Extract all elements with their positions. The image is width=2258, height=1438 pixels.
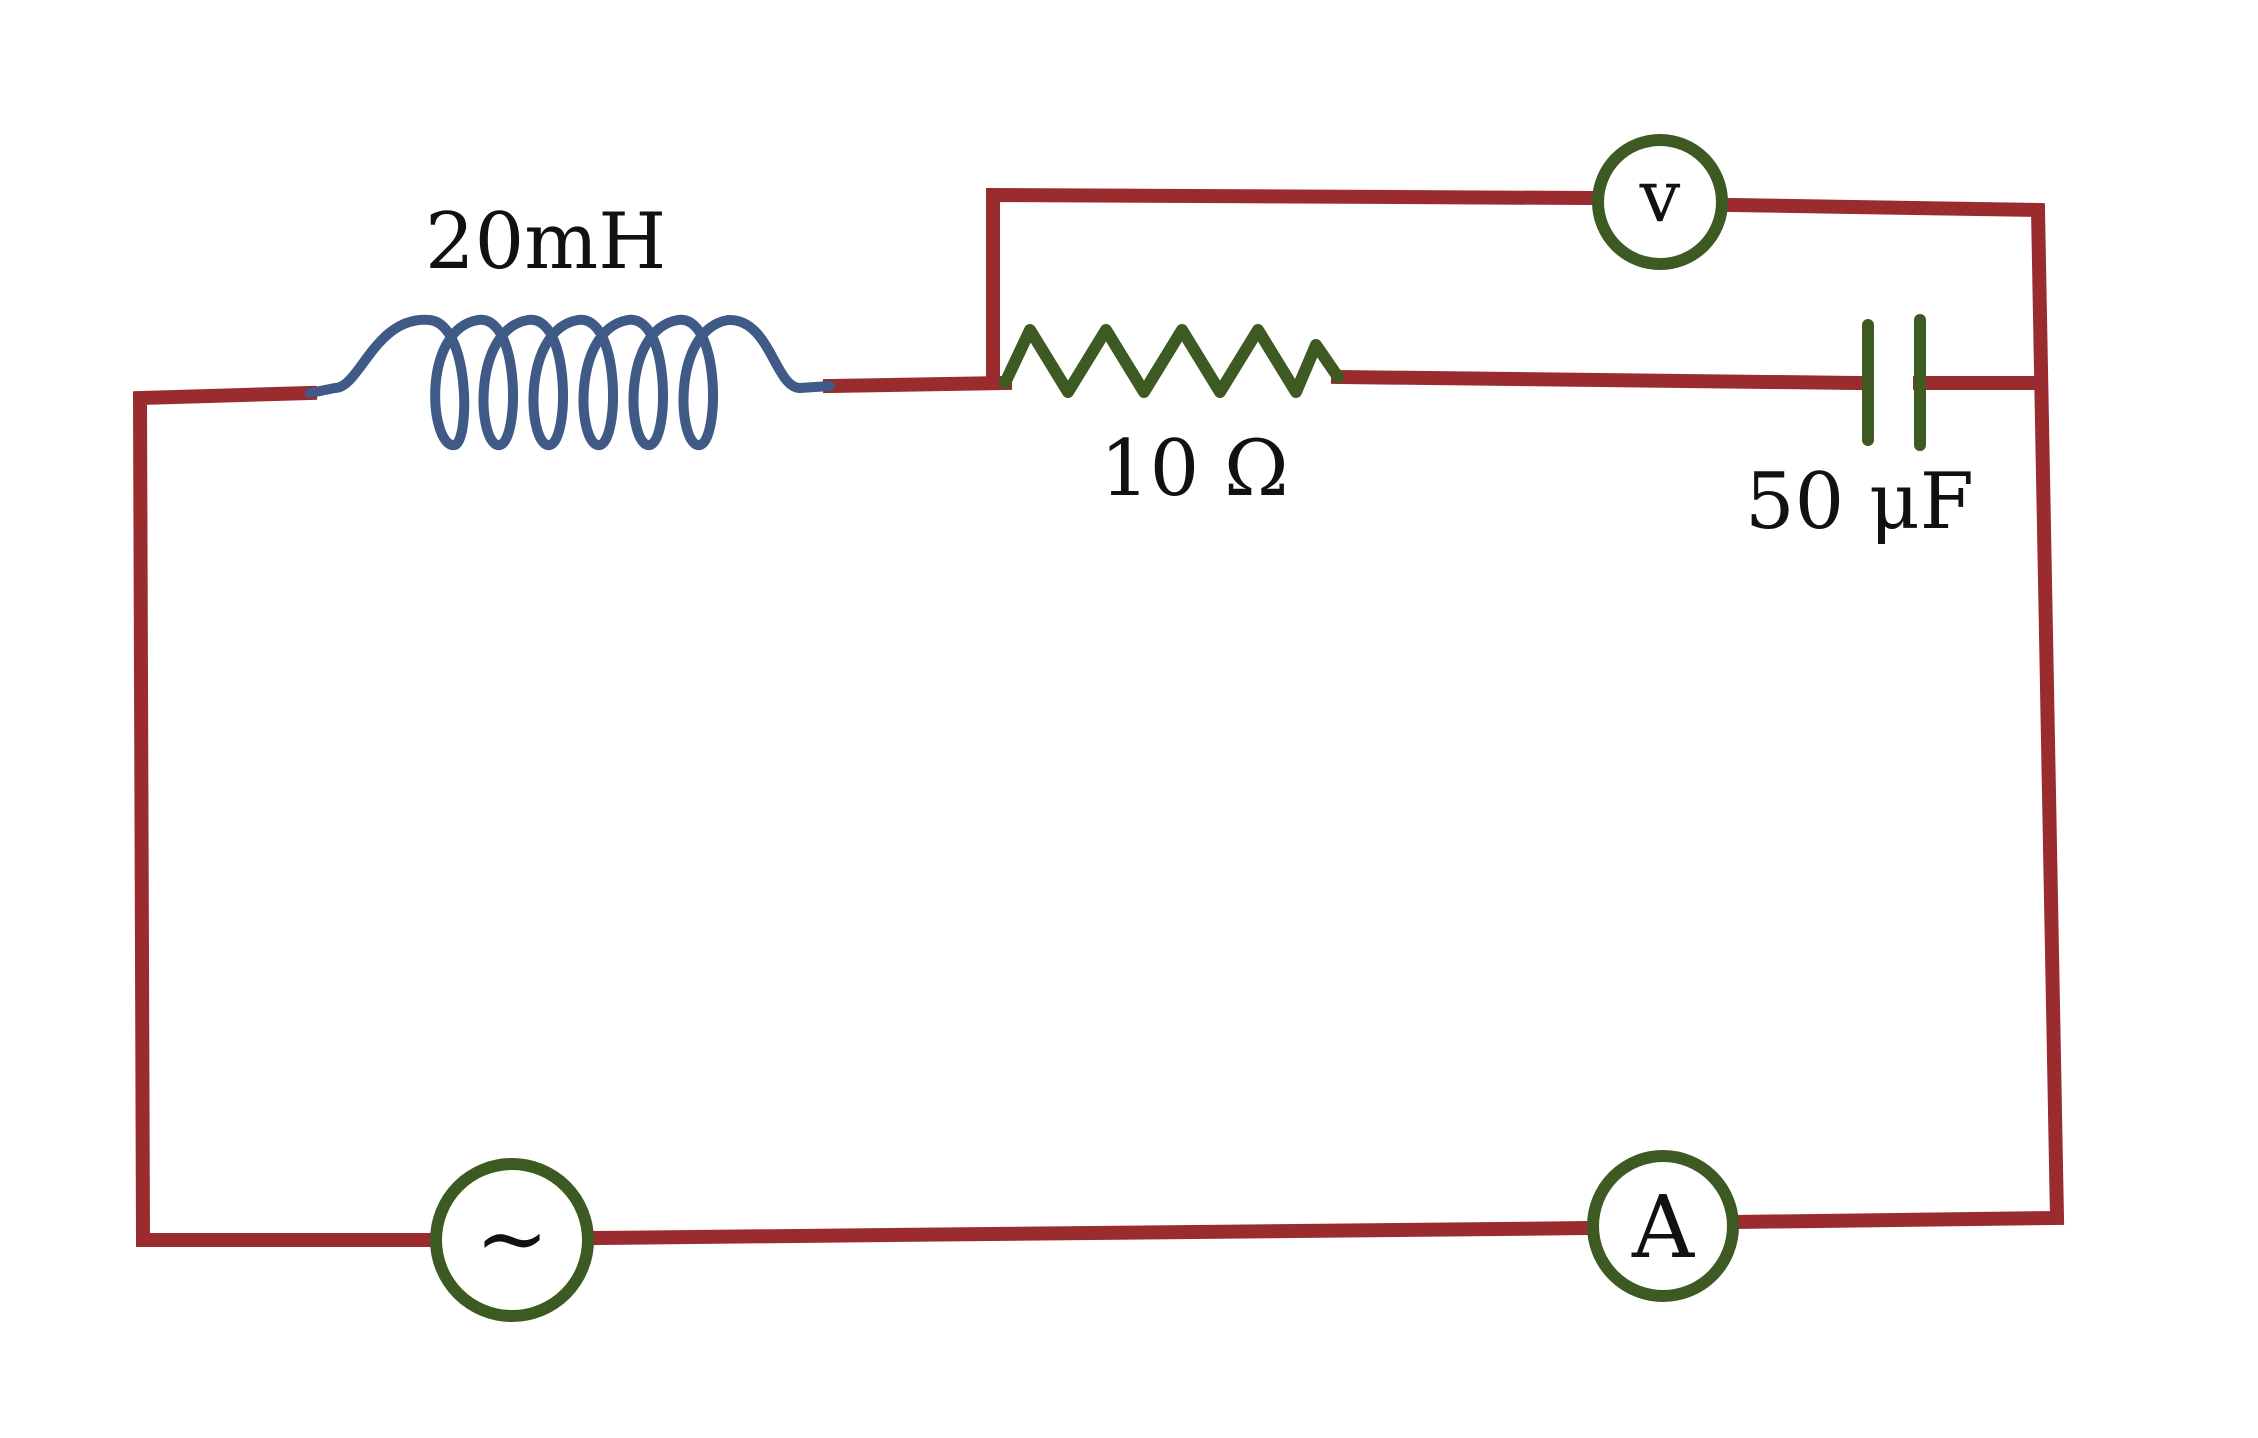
wire-inductor-resistor xyxy=(822,375,1013,394)
capacitor: 50 μF xyxy=(1745,314,1974,547)
ammeter: A xyxy=(1587,1150,1739,1302)
voltmeter-symbol: v xyxy=(1639,154,1681,238)
resistor: 10 Ω xyxy=(999,324,1344,514)
wire-resistor-capacitor xyxy=(1330,369,1868,391)
wire-left-top xyxy=(132,385,437,1247)
ac-source-ring xyxy=(430,1158,594,1322)
ammeter-symbol: A xyxy=(1631,1178,1695,1278)
capacitor-label: 50 μF xyxy=(1745,457,1974,547)
inductor-coil-icon xyxy=(305,314,835,450)
ac-source: ~ xyxy=(430,1158,594,1322)
inductor-label: 20mH xyxy=(425,197,666,287)
resistor-zigzag-icon xyxy=(999,324,1344,398)
ac-source-symbol: ~ xyxy=(475,1187,549,1290)
ammeter-ring xyxy=(1587,1150,1739,1302)
wire-voltmeter-left xyxy=(986,187,1594,390)
voltmeter: v xyxy=(1592,134,1728,270)
wire-bottom-middle xyxy=(586,1220,1602,1246)
voltmeter-ring xyxy=(1592,134,1728,270)
resistor-label: 10 Ω xyxy=(1100,424,1289,514)
wires xyxy=(132,187,2065,1247)
wire-bottom-right xyxy=(1722,197,2065,1230)
inductor: 20mH xyxy=(305,197,835,450)
